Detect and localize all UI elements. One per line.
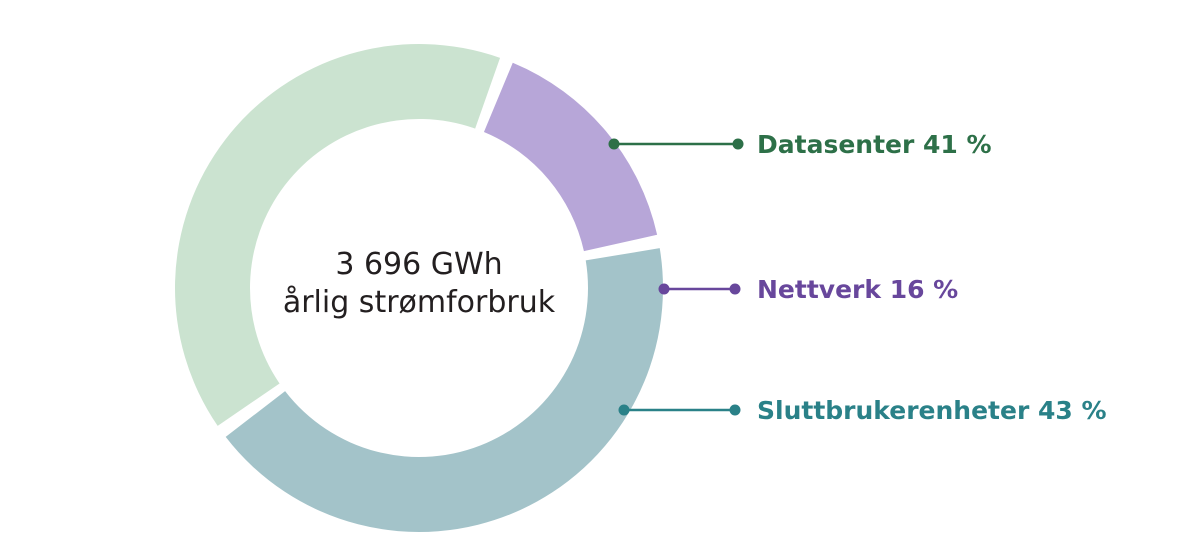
- donut-slice-nettverk[interactable]: [483, 62, 658, 252]
- callout-nettverk[interactable]: Nettverk 16 %: [658, 275, 959, 304]
- connector-dot-outer-datasenter: [732, 138, 744, 150]
- connector-dot-inner-nettverk: [658, 283, 670, 295]
- donut-slice-sluttbrukerenheter[interactable]: [225, 248, 663, 533]
- callout-sluttbrukerenheter[interactable]: Sluttbrukerenheter 43 %: [618, 396, 1107, 425]
- center-description-text: årlig strømforbruk: [283, 285, 556, 320]
- callout-datasenter[interactable]: Datasenter 41 %: [608, 130, 992, 159]
- callout-label-sluttbrukerenheter: Sluttbrukerenheter 43 %: [757, 396, 1107, 425]
- connector-dot-outer-nettverk: [729, 283, 741, 295]
- callout-label-datasenter: Datasenter 41 %: [757, 130, 992, 159]
- connector-dot-inner-datasenter: [608, 138, 620, 150]
- donut-slice-datasenter[interactable]: [174, 43, 501, 426]
- center-value-text: 3 696 GWh: [335, 247, 502, 282]
- connector-dot-inner-sluttbrukerenheter: [618, 404, 630, 416]
- donut-ring: [174, 43, 663, 533]
- callout-label-nettverk: Nettverk 16 %: [757, 275, 958, 304]
- connector-dot-outer-sluttbrukerenheter: [729, 404, 741, 416]
- donut-center-text: 3 696 GWh årlig strømforbruk: [283, 247, 556, 320]
